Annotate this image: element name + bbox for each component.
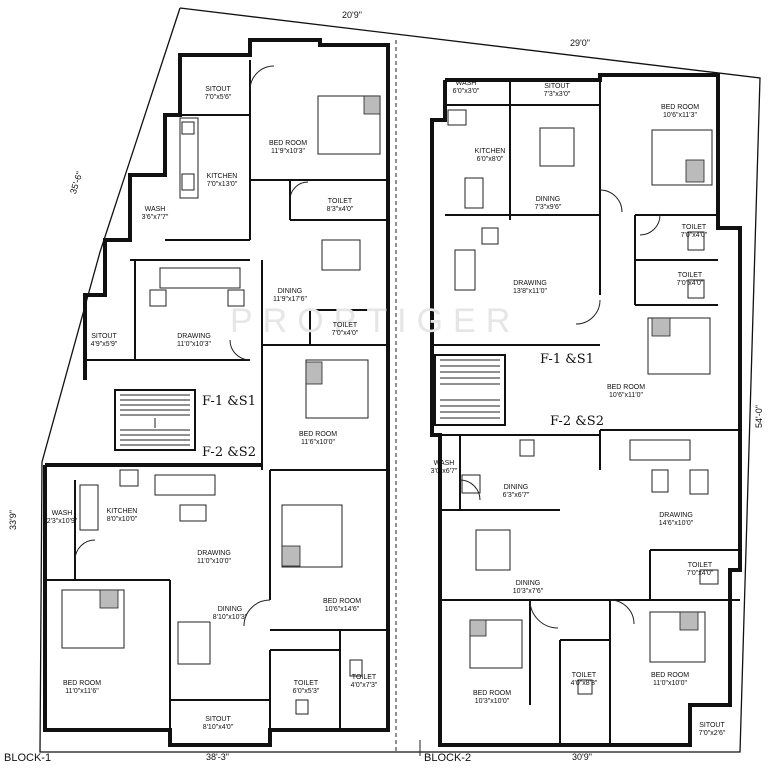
dimension-bottom-left: 38'-3": [206, 752, 229, 762]
block2-walls: [430, 73, 742, 747]
dimension-right: 54'-0": [754, 405, 764, 428]
dimension-top-left: 20'9": [342, 10, 362, 20]
floor-tag-b1-upper: F-1 &S1: [200, 394, 258, 409]
floor-tag-b1-lower: F-2 &S2: [200, 445, 258, 460]
block2-label: BLOCK-2: [424, 752, 472, 764]
block1-furniture: [61, 65, 381, 715]
block2-furniture: [447, 109, 719, 695]
block1-label: BLOCK-1: [4, 752, 52, 764]
floor-tag-b2-upper: F-1 &S1: [538, 352, 596, 367]
dimension-left-lower: 33'9": [8, 510, 18, 530]
dimension-top-right: 29'0": [570, 38, 590, 48]
dimension-bottom-right: 30'9": [572, 752, 592, 762]
watermark: PROPTIGER: [230, 302, 521, 340]
site-boundary: [39, 7, 761, 756]
floor-tag-b2-lower: F-2 &S2: [548, 414, 606, 429]
